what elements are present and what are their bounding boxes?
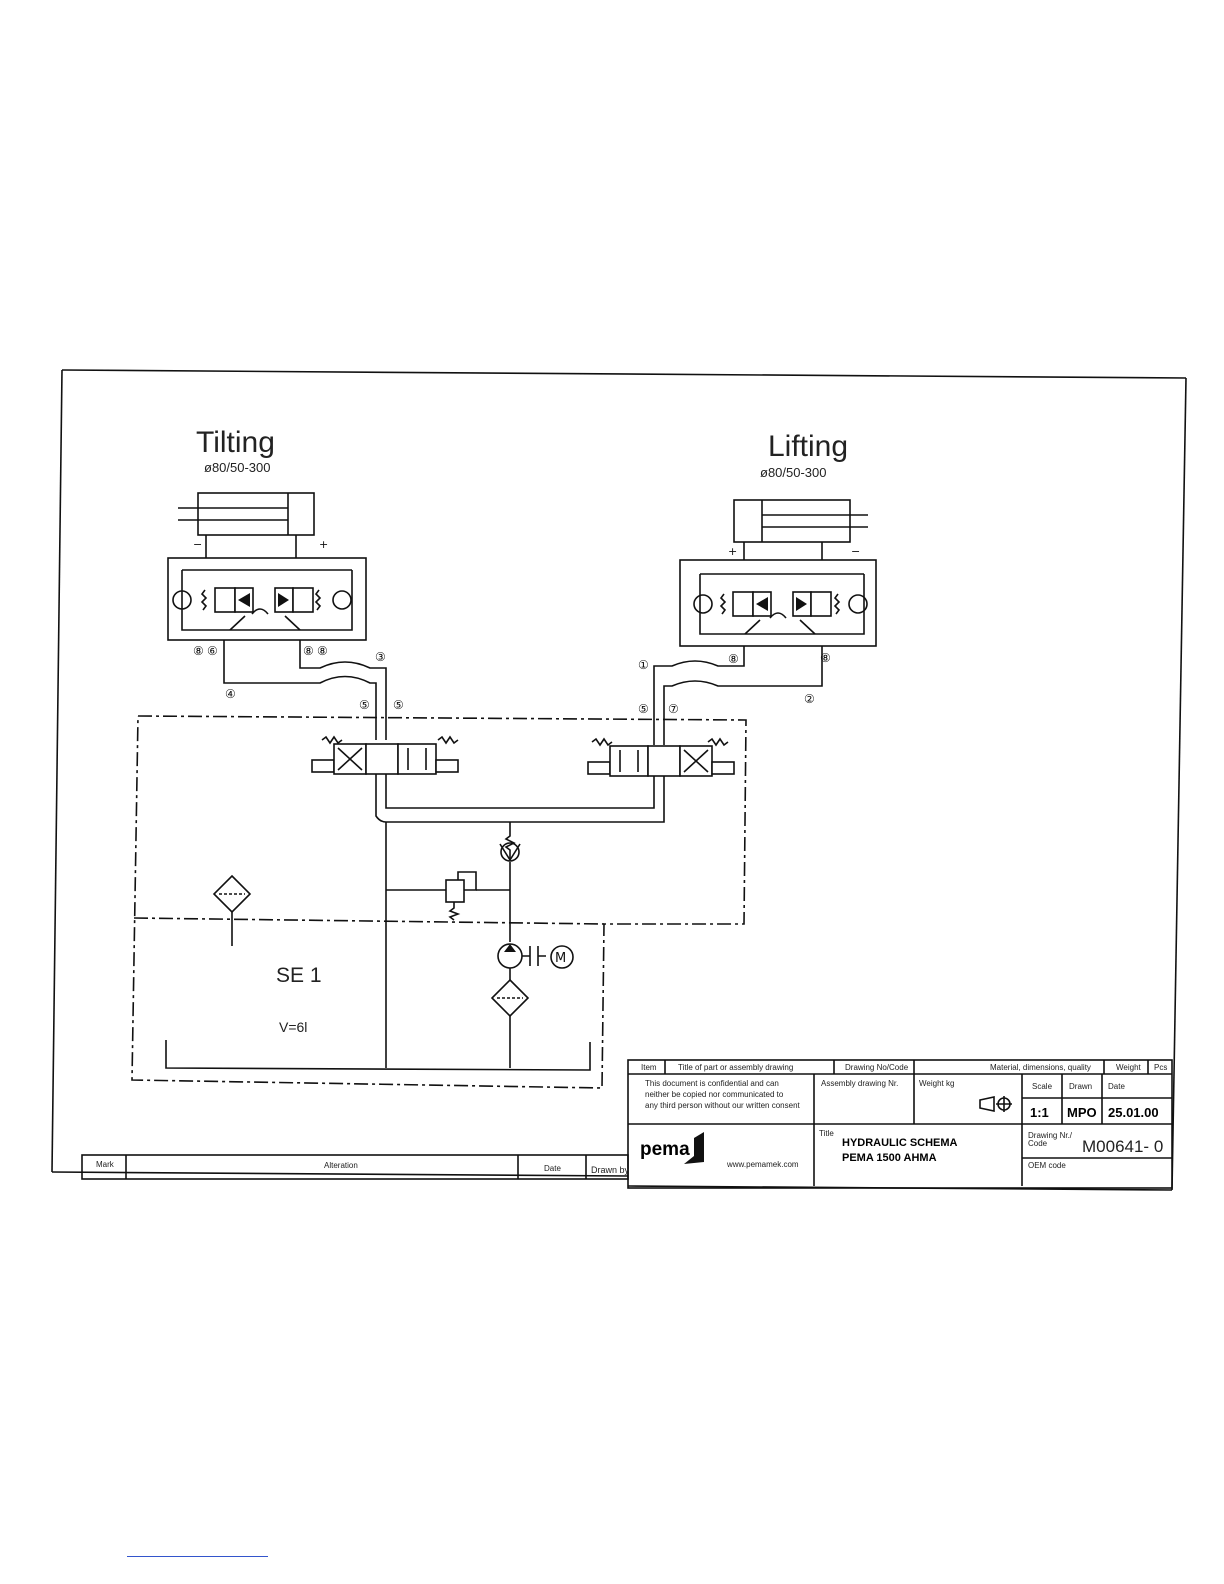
oem-label: OEM code xyxy=(1028,1161,1066,1170)
port-8-tilting-a: ⑧ xyxy=(193,644,204,658)
date-label: Date xyxy=(1108,1082,1125,1091)
date-value: 25.01.00 xyxy=(1108,1105,1159,1120)
drawn-label: Drawn xyxy=(1069,1082,1092,1091)
pressure-manifold xyxy=(375,774,665,1068)
lifting-title: Lifting xyxy=(768,430,848,463)
tilting-pipes xyxy=(223,640,387,740)
motor-label: M xyxy=(555,951,566,966)
title-label: Title xyxy=(819,1129,834,1138)
confidential-line-3: any third person without our written con… xyxy=(645,1101,801,1110)
port-8-lifting-a: ⑧ xyxy=(728,652,739,666)
drawing-title-line-2: PEMA 1500 AHMA xyxy=(842,1152,937,1164)
drawn-value: MPO xyxy=(1067,1105,1097,1120)
scale-value: 1:1 xyxy=(1030,1105,1049,1120)
revision-alteration: Alteration xyxy=(324,1161,358,1170)
port-8-tilting-b: ⑧ xyxy=(303,644,314,658)
website: www.pemamek.com xyxy=(726,1160,799,1169)
suction-filter xyxy=(490,968,530,1068)
tilting-valve-block xyxy=(167,557,367,641)
lifting-spec: ø80/50-300 xyxy=(760,465,827,480)
drawing-title-line-1: HYDRAULIC SCHEMA xyxy=(842,1137,958,1149)
tank-name: SE 1 xyxy=(276,964,322,987)
port-5-tilting-a: ⑤ xyxy=(359,698,370,712)
col-item: Item xyxy=(641,1063,657,1072)
revision-strip xyxy=(81,1154,629,1180)
lifting-cylinder xyxy=(733,499,868,560)
port-5-lifting: ⑤ xyxy=(638,702,649,716)
lifting-plus-sign: + xyxy=(728,545,737,558)
tilting-plus-sign: + xyxy=(319,538,328,551)
col-material: Material, dimensions, quality xyxy=(990,1063,1091,1072)
tank-boundary-line xyxy=(133,917,605,925)
pump-motor-unit xyxy=(497,943,574,969)
assembly-label: Assembly drawing Nr. xyxy=(821,1079,898,1088)
port-3: ③ xyxy=(375,650,386,664)
check-valve xyxy=(499,822,521,942)
revision-drawn-by: Drawn by xyxy=(591,1165,630,1175)
port-8-tilting-c: ⑧ xyxy=(317,644,328,658)
drawing-nr-value: M00641- 0 xyxy=(1082,1137,1163,1156)
tilting-minus-sign: − xyxy=(193,538,202,551)
drawing-nr-label-2: Code xyxy=(1028,1139,1048,1148)
port-4: ④ xyxy=(225,687,236,701)
port-6-tilting: ⑥ xyxy=(207,644,218,658)
pema-logo: pema xyxy=(640,1132,704,1164)
lifting-valve-block xyxy=(679,559,877,647)
weight-kg-label: Weight kg xyxy=(919,1079,954,1088)
confidential-line-2: neither be copied nor communicated to xyxy=(645,1090,784,1099)
drawing-nr-label-1: Drawing Nr./ xyxy=(1028,1131,1073,1140)
port-7: ⑦ xyxy=(668,702,679,716)
port-1: ① xyxy=(638,658,649,672)
breather-filter xyxy=(212,874,252,946)
confidential-line-1: This document is confidential and can xyxy=(645,1079,779,1088)
lifting-directional-valve xyxy=(587,737,735,777)
revision-date: Date xyxy=(544,1164,561,1173)
scale-label: Scale xyxy=(1032,1082,1053,1091)
tank-outline xyxy=(165,1040,591,1071)
lifting-pipes xyxy=(653,646,823,745)
tilting-title: Tilting xyxy=(196,426,275,459)
tilting-directional-valve xyxy=(311,735,459,775)
col-title: Title of part or assembly drawing xyxy=(678,1063,793,1072)
title-block xyxy=(627,1059,1173,1189)
port-8-lifting-b: ⑧ xyxy=(820,651,831,665)
pressure-relief-valve xyxy=(386,871,510,921)
lifting-minus-sign: − xyxy=(851,545,860,558)
col-weight: Weight xyxy=(1116,1063,1142,1072)
tilting-cylinder xyxy=(178,492,315,558)
tilting-spec: ø80/50-300 xyxy=(204,460,271,475)
logo-text: pema xyxy=(640,1139,690,1160)
port-2: ② xyxy=(804,692,815,706)
tank-volume: V=6l xyxy=(279,1019,307,1035)
col-drawing-no: Drawing No/Code xyxy=(845,1063,909,1072)
port-5-tilting-b: ⑤ xyxy=(393,698,404,712)
revision-mark: Mark xyxy=(96,1160,115,1169)
bottom-link-underline xyxy=(127,1556,268,1557)
col-pcs: Pcs xyxy=(1154,1063,1167,1072)
